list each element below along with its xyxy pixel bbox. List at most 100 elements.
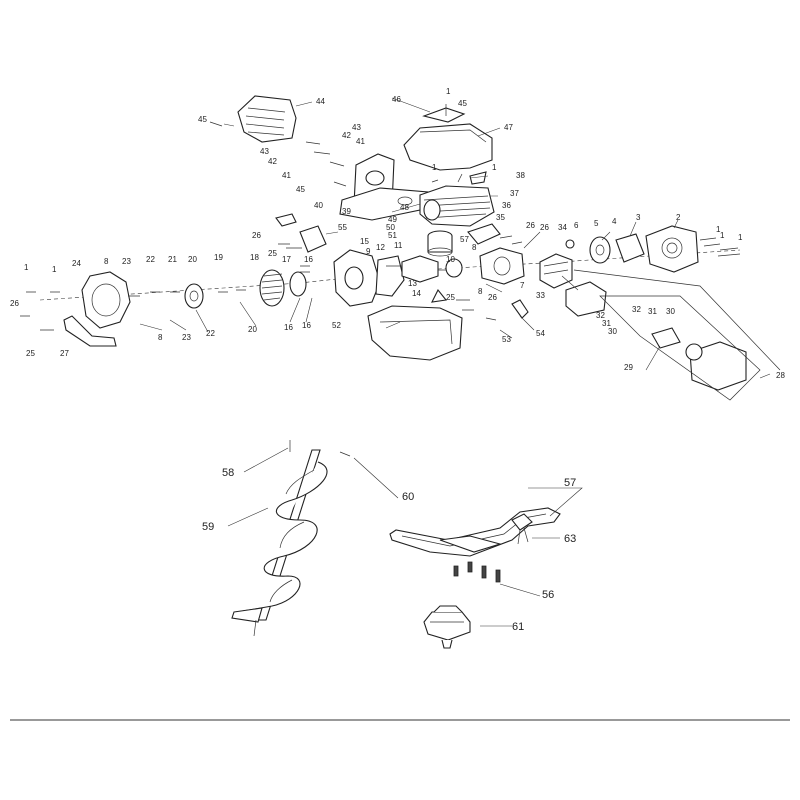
part-3-gasket (615, 233, 645, 263)
label-38: 38 (516, 171, 525, 180)
label-26: 26 (488, 293, 497, 302)
label-1: 1 (492, 163, 497, 172)
part-36-gasket (467, 223, 501, 245)
label-40: 40 (314, 201, 323, 210)
label-45: 45 (296, 185, 305, 194)
part-61-gearbox (423, 605, 471, 649)
label-49: 49 (388, 215, 397, 224)
part-60-pin (339, 451, 351, 457)
part-32-muffler-gasket (565, 281, 607, 317)
label-61: 61 (512, 621, 524, 633)
label-60: 60 (402, 491, 414, 503)
engine-exploded-view (20, 95, 781, 401)
label-44: 44 (316, 97, 325, 106)
label-41: 41 (282, 171, 291, 180)
label-1: 1 (738, 233, 743, 242)
part-33-gear-case (539, 253, 573, 289)
label-1: 1 (720, 231, 725, 240)
part-1-bolts-right (699, 237, 741, 257)
label-42: 42 (268, 157, 277, 166)
label-12: 12 (376, 243, 385, 252)
label-34: 34 (558, 223, 567, 232)
label-42: 42 (342, 131, 351, 140)
label-21: 21 (168, 255, 177, 264)
label-16: 16 (284, 323, 293, 332)
label-8: 8 (104, 257, 109, 266)
label-45: 45 (458, 99, 467, 108)
part-37-cylinder (419, 171, 495, 227)
part-15-crankcase (333, 249, 405, 307)
label-28: 28 (776, 371, 785, 380)
label-31: 31 (602, 319, 611, 328)
label-2: 2 (676, 213, 681, 222)
label-22: 22 (206, 329, 215, 338)
label-37: 37 (510, 189, 519, 198)
label-20: 20 (188, 255, 197, 264)
label-63: 63 (564, 533, 576, 545)
label-36: 36 (502, 201, 511, 210)
auger-part-labels: 58 60 57 59 63 56 61 (202, 467, 576, 633)
label-26: 26 (252, 231, 261, 240)
label-8: 8 (158, 333, 163, 342)
label-22: 22 (146, 255, 155, 264)
label-26: 26 (526, 221, 535, 230)
label-23: 23 (122, 257, 131, 266)
engine-part-labels: 1 46 45 44 45 47 43 42 41 43 42 1 1 41 3… (10, 87, 785, 380)
label-24: 24 (72, 259, 81, 268)
label-16: 16 (302, 321, 311, 330)
muffler-group-outline (599, 295, 761, 401)
part-44-filter-cover (237, 95, 297, 143)
label-1: 1 (24, 263, 29, 272)
label-30: 30 (666, 307, 675, 316)
part-29-muffler (651, 327, 747, 391)
engine-leader-lines (139, 97, 771, 379)
part-59-auger-bit (235, 461, 328, 613)
part-10-crankshaft (386, 255, 463, 283)
part-21-pulley (184, 283, 204, 309)
label-18: 18 (250, 253, 259, 262)
label-46: 46 (392, 95, 401, 104)
label-6: 6 (574, 221, 579, 230)
label-15: 15 (360, 237, 369, 246)
group-line-right (573, 269, 781, 371)
label-11: 11 (394, 241, 403, 250)
label-57: 57 (564, 477, 576, 489)
label-7: 7 (520, 281, 525, 290)
part-24-starter-housing (81, 271, 131, 329)
label-19: 19 (214, 253, 223, 262)
label-26: 26 (10, 299, 19, 308)
label-20: 20 (248, 325, 257, 334)
label-35: 35 (496, 213, 505, 222)
label-47: 47 (504, 123, 513, 132)
label-25: 25 (446, 293, 455, 302)
auger-assembly (227, 440, 399, 637)
label-43: 43 (352, 123, 361, 132)
label-32: 32 (596, 311, 605, 320)
part-55-ignition-coil (275, 213, 327, 253)
label-54: 54 (536, 329, 545, 338)
label-9: 9 (366, 247, 371, 256)
part-48-piston (427, 230, 453, 257)
label-45: 45 (198, 115, 207, 124)
label-13: 13 (408, 279, 417, 288)
label-43: 43 (260, 147, 269, 156)
label-10: 10 (446, 255, 455, 264)
part-40-filter-base (339, 153, 429, 221)
part-54-bracket (511, 299, 529, 319)
label-17: 17 (282, 255, 291, 264)
label-59: 59 (202, 521, 214, 533)
label-5: 5 (594, 219, 599, 228)
label-27: 27 (60, 349, 69, 358)
part-4-clutch-drum (589, 236, 611, 264)
part-27-stand (63, 315, 117, 347)
label-26: 26 (540, 223, 549, 232)
part-52-fuel-tank (367, 288, 463, 361)
part-6-washer (565, 239, 575, 249)
label-56: 56 (542, 589, 554, 601)
label-1: 1 (52, 265, 57, 274)
label-1: 1 (446, 87, 451, 96)
label-29: 29 (624, 363, 633, 372)
label-53: 53 (502, 335, 511, 344)
label-33: 33 (536, 291, 545, 300)
